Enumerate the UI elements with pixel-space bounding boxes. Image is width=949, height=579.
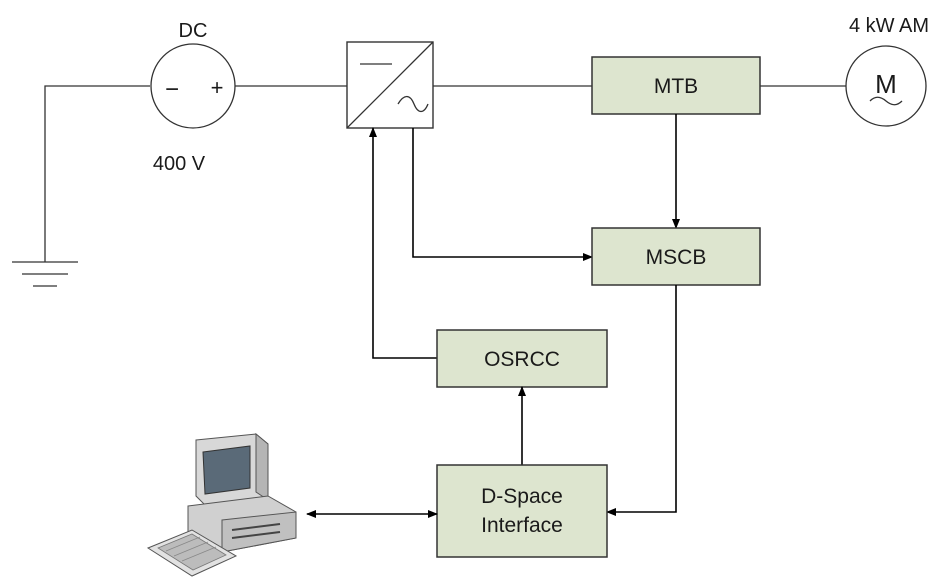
dspace-interface-block: D-Space Interface xyxy=(436,464,608,558)
motor-icon: M xyxy=(845,45,927,127)
motor-symbol: M xyxy=(875,69,897,99)
mscb-label: MSCB xyxy=(646,246,707,269)
osrcc-to-converter-arrow xyxy=(369,127,437,359)
mtb-label: MTB xyxy=(654,75,698,98)
computer-icon xyxy=(146,432,297,577)
ground-wire xyxy=(44,85,150,262)
osrcc-label: OSRCC xyxy=(484,348,560,371)
ground-icon xyxy=(12,261,78,287)
mtb-block: MTB xyxy=(591,56,761,115)
voltage-label: 400 V xyxy=(153,153,206,175)
dc-ac-converter-icon xyxy=(346,41,434,129)
converter-to-mscb-arrow xyxy=(412,128,593,261)
motor-label: 4 kW AM xyxy=(849,15,929,37)
minus-sign: − xyxy=(165,76,179,103)
plus-sign: + xyxy=(211,75,224,100)
dc-label: DC xyxy=(179,20,208,42)
dspace-label-line1: D-Space xyxy=(481,485,563,508)
mscb-block: MSCB xyxy=(591,227,761,286)
dc-source-icon: − + xyxy=(150,43,236,129)
osrcc-block: OSRCC xyxy=(436,329,608,388)
mscb-to-dspace-arrow xyxy=(606,285,677,516)
dspace-label-line2: Interface xyxy=(481,514,563,537)
